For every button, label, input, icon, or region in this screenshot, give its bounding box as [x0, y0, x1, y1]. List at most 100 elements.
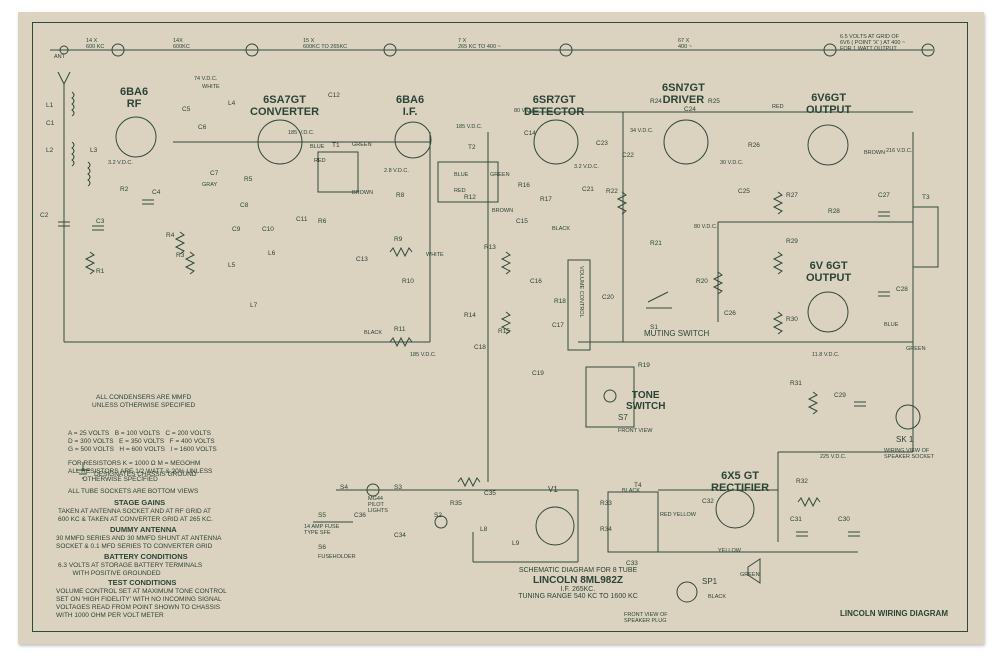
notes-battery: 6.3 VOLTS AT STORAGE BATTERY TERMINALS W… — [58, 562, 203, 578]
part-sk1: SK 1 — [896, 435, 914, 444]
resistor-r4 — [174, 231, 186, 255]
part-r33: R33 — [600, 500, 612, 507]
part-c22: C22 — [622, 152, 634, 159]
part-s4: S4 — [340, 484, 348, 491]
part-s6: S6 — [318, 544, 326, 551]
coil-l3 — [87, 161, 91, 187]
part-c19: C19 — [532, 370, 544, 377]
title-line-2: LINCOLN 8ML982Z — [532, 574, 623, 586]
part-r20: R20 — [696, 278, 708, 285]
part-r19: R19 — [638, 362, 650, 369]
part-r4: R4 — [166, 232, 175, 239]
volt-6: 80 V.D.C. — [514, 108, 538, 114]
transformer-t2 — [437, 161, 499, 203]
switch-s2 — [434, 515, 448, 529]
cap-c30 — [848, 531, 860, 537]
wire-gray: GRAY — [202, 182, 218, 188]
wire-black-1: BLACK — [364, 330, 383, 336]
cap-c4 — [142, 199, 154, 205]
part-c6: C6 — [198, 124, 207, 131]
part-r15: R15 — [498, 328, 510, 335]
part-c9: C9 — [232, 226, 241, 233]
part-r21: R21 — [650, 240, 662, 247]
part-c32: C32 — [702, 498, 714, 505]
volume-control-label: VOLUME CONTROL — [578, 266, 585, 318]
cap-c27 — [878, 211, 890, 217]
part-l3: L3 — [90, 147, 98, 154]
part-c16: C16 — [530, 278, 542, 285]
part-r28: R28 — [828, 208, 840, 215]
cap-c3 — [92, 225, 104, 231]
part-r31: R31 — [790, 380, 802, 387]
tube-converter-envelope — [257, 119, 303, 165]
tone-switch-knob — [603, 389, 617, 403]
part-c28: C28 — [896, 286, 908, 293]
part-r6: R6 — [318, 218, 327, 225]
wire-green-2: GREEN — [490, 172, 510, 178]
part-t3: T3 — [922, 194, 930, 201]
resistor-r9 — [389, 246, 413, 258]
schematic-wiring — [50, 43, 939, 603]
resistor-r11 — [389, 336, 413, 348]
title-line-3: I.F. 265KC. — [560, 585, 596, 593]
resistor-r1 — [84, 251, 96, 275]
test-point-4 — [559, 43, 573, 57]
title-line-4: TUNING RANGE 540 KC TO 1600 KC — [518, 593, 638, 601]
volt-13: 3.2 V.D.C. — [574, 164, 599, 170]
cap-c28 — [878, 291, 890, 297]
part-r35: R35 — [450, 500, 462, 507]
notes-test-heading: TEST CONDITIONS — [108, 578, 177, 587]
tone-switch-body — [585, 366, 635, 428]
part-r16: R16 — [518, 182, 530, 189]
test-point-5 — [823, 43, 837, 57]
part-r9: R9 — [394, 236, 403, 243]
antenna-label: ANT — [54, 54, 65, 60]
wire-yellow: YELLOW — [718, 548, 741, 554]
tube-detector-envelope — [533, 119, 579, 165]
resistor-r20 — [712, 271, 724, 295]
part-c30: C30 — [838, 516, 850, 523]
notes-stage-gains-heading: STAGE GAINS — [114, 498, 166, 507]
volt-1: 74 V.D.C. — [194, 76, 218, 82]
test-point-2 — [245, 43, 259, 57]
cap-c29 — [854, 401, 866, 407]
part-r13: R13 — [484, 244, 496, 251]
speaker-socket — [895, 404, 921, 430]
resistor-r32 — [797, 496, 821, 508]
part-l4: L4 — [228, 100, 236, 107]
volt-11: 225 V.D.C. — [820, 454, 847, 460]
notes-dummy: 30 MMFD SERIES AND 30 MMFD SHUNT AT ANTE… — [56, 535, 222, 551]
part-c29: C29 — [834, 392, 846, 399]
muting-switch-label: MUTING SWITCH — [644, 329, 710, 338]
wire-white-1: WHITE — [202, 84, 220, 90]
notes-ground: DESIGNATES CHASSIS GROUND — [94, 471, 197, 478]
wire-green-1: GREEN — [352, 142, 372, 148]
resistor-r22 — [616, 191, 628, 215]
title-line-1: SCHEMATIC DIAGRAM FOR 8 TUBE — [518, 567, 638, 574]
part-c10: C10 — [262, 226, 274, 233]
part-c36: C36 — [354, 512, 366, 519]
part-r27: R27 — [786, 192, 798, 199]
wire-red-3: RED — [772, 104, 784, 110]
part-r5: R5 — [244, 176, 253, 183]
resistor-r30 — [772, 311, 784, 335]
volt-2: 185 V.D.C. — [288, 130, 315, 136]
coil-l2 — [71, 141, 75, 167]
part-c4: C4 — [152, 189, 161, 196]
volt-5: 3.2 V.D.C. — [108, 160, 133, 166]
transformer-t4 — [607, 491, 659, 553]
wire-brown-3: BROWN — [864, 150, 886, 156]
part-c14: C14 — [524, 130, 536, 137]
notes-dummy-heading: DUMMY ANTENNA — [110, 525, 177, 534]
test-point-3 — [383, 43, 397, 57]
part-r24: R24 — [650, 98, 662, 105]
resistor-r3 — [184, 251, 196, 275]
